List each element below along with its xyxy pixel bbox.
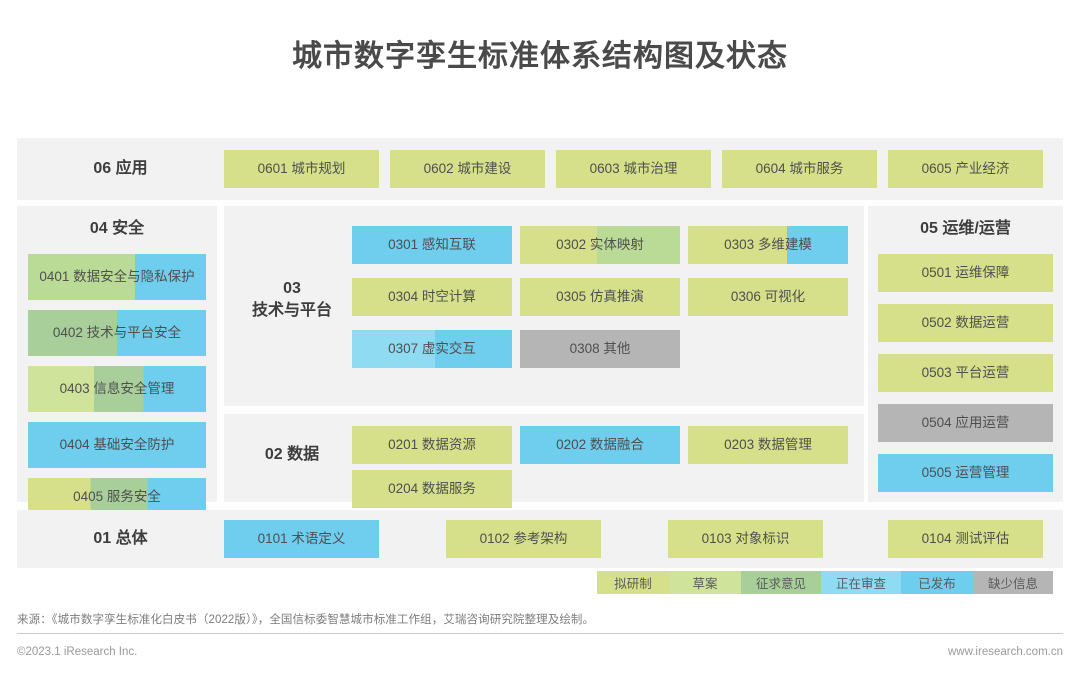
node-0302[interactable]: 0302 实体映射: [520, 226, 680, 265]
legend-label: 缺少信息: [987, 577, 1038, 592]
node-label: 0502 数据运营: [921, 314, 1010, 330]
status-legend: 拟研制 草案 征求意见 正在审查 已发布 缺少信息: [597, 571, 1053, 595]
copyright-text: ©2023.1 iResearch Inc.: [17, 646, 138, 659]
node-label: 0102 参考架构: [479, 530, 568, 546]
node-label: 0401 数据安全与隐私保护: [39, 268, 195, 284]
legend-item-3[interactable]: 正在审查: [821, 571, 901, 595]
panel-03-label: 03 技术与平台: [251, 280, 332, 319]
node-label: 0505 运营管理: [921, 464, 1010, 480]
node-0202[interactable]: 0202 数据融合: [520, 426, 680, 465]
node-0101[interactable]: 0101 术语定义: [224, 520, 379, 559]
node-0502[interactable]: 0502 数据运营: [878, 304, 1053, 343]
node-0403[interactable]: 0403 信息安全管理: [28, 366, 206, 413]
node-label: 0602 城市建设: [423, 160, 512, 176]
node-label: 0304 时空计算: [388, 288, 476, 304]
node-label: 0303 多维建模: [724, 236, 812, 252]
node-0203[interactable]: 0203 数据管理: [688, 426, 848, 465]
node-label: 0601 城市规划: [257, 160, 346, 176]
node-label: 0103 对象标识: [701, 530, 790, 546]
panel-01-overall: 01 总体 0101 术语定义 0102 参考架构 0103 对象标识 0104 测试…: [17, 510, 1063, 569]
node-0204[interactable]: 0204 数据服务: [352, 470, 512, 509]
panel-03-technology-platform: 03 技术与平台 0301 感知互联 0302 实体映射 0303 多维建模 0304…: [224, 206, 864, 407]
node-0602[interactable]: 0602 城市建设: [390, 150, 545, 189]
panel-02-data: 02 数据 0201 数据资源 0202 数据融合 0203 数据管理 0204 数据…: [224, 414, 864, 509]
node-0301[interactable]: 0301 感知互联: [352, 226, 512, 265]
footer-divider: [17, 633, 1063, 635]
node-0308[interactable]: 0308 其他: [520, 330, 680, 369]
legend-item-2[interactable]: 征求意见: [741, 571, 821, 595]
legend-label: 草案: [692, 577, 718, 592]
node-0401[interactable]: 0401 数据安全与隐私保护: [28, 254, 206, 301]
panel-01-label: 01 总体: [93, 530, 148, 548]
node-0306[interactable]: 0306 可视化: [688, 278, 848, 317]
node-label: 0501 运维保障: [921, 264, 1010, 280]
node-label: 0301 感知互联: [388, 236, 476, 252]
node-0404[interactable]: 0404 基础安全防护: [28, 422, 206, 469]
node-0201[interactable]: 0201 数据资源: [352, 426, 512, 465]
node-0304[interactable]: 0304 时空计算: [352, 278, 512, 317]
node-0303[interactable]: 0303 多维建模: [688, 226, 848, 265]
node-label: 0405 服务安全: [73, 488, 161, 504]
node-label: 0104 测试评估: [921, 530, 1010, 546]
node-label: 0302 实体映射: [556, 236, 644, 252]
legend-label: 正在审查: [835, 577, 886, 592]
node-label: 0404 基础安全防护: [59, 436, 175, 452]
node-0604[interactable]: 0604 城市服务: [722, 150, 877, 189]
node-0104[interactable]: 0104 测试评估: [888, 520, 1043, 559]
node-0103[interactable]: 0103 对象标识: [668, 520, 823, 559]
node-0504[interactable]: 0504 应用运营: [878, 404, 1053, 443]
panel-06-label: 06 应用: [93, 160, 148, 178]
node-label: 0201 数据资源: [388, 436, 476, 452]
panel-02-label: 02 数据: [264, 446, 320, 464]
node-0501[interactable]: 0501 运维保障: [878, 254, 1053, 293]
node-0402[interactable]: 0402 技术与平台安全: [28, 310, 206, 357]
node-label: 0307 虚实交互: [388, 340, 476, 356]
node-0603[interactable]: 0603 城市治理: [556, 150, 711, 189]
node-0102[interactable]: 0102 参考架构: [446, 520, 601, 559]
node-0503[interactable]: 0503 平台运营: [878, 354, 1053, 393]
node-0601[interactable]: 0601 城市规划: [224, 150, 379, 189]
node-0307[interactable]: 0307 虚实交互: [352, 330, 512, 369]
legend-item-1[interactable]: 草案: [669, 571, 741, 595]
node-label: 0504 应用运营: [921, 414, 1010, 430]
node-label: 0202 数据融合: [556, 436, 644, 452]
node-label: 0503 平台运营: [921, 364, 1010, 380]
panel-04-label: 04 安全: [89, 220, 145, 238]
node-label: 0308 其他: [569, 340, 631, 356]
node-label: 0402 技术与平台安全: [52, 324, 182, 340]
node-0405[interactable]: 0405 服务安全: [28, 478, 206, 517]
node-0605[interactable]: 0605 产业经济: [888, 150, 1043, 189]
website-text: www.iresearch.com.cn: [947, 646, 1063, 659]
source-note: 来源：《城市数字孪生标准化白皮书（2022版）》，全国信标委智慧城市标准工作组，…: [17, 614, 595, 627]
node-label: 0403 信息安全管理: [59, 380, 175, 396]
panel-06-application: 06 应用 0601 城市规划 0602 城市建设 0603 城市治理 0604 城市…: [17, 138, 1063, 201]
legend-item-0[interactable]: 拟研制: [597, 571, 669, 595]
node-label: 0203 数据管理: [724, 436, 812, 452]
node-label: 0605 产业经济: [921, 160, 1010, 176]
panel-05-operations: 05 运维/运营 0501 运维保障 0502 数据运营 0503 平台运营 0504…: [868, 206, 1063, 503]
panel-04-security: 04 安全 0401 数据安全与隐私保护 0402 技术与平台安全 0403 信息安…: [17, 206, 217, 517]
standards-architecture-diagram: 06 应用 0601 城市规划 0602 城市建设 0603 城市治理 0604 城市…: [17, 138, 1063, 569]
node-label: 0305 仿真推演: [556, 288, 644, 304]
node-label: 0604 城市服务: [755, 160, 844, 176]
legend-label: 拟研制: [614, 577, 652, 592]
legend-label: 征求意见: [755, 577, 806, 592]
node-label: 0306 可视化: [730, 288, 806, 304]
panel-05-label: 05 运维/运营: [920, 220, 1011, 238]
node-label: 0204 数据服务: [388, 480, 476, 496]
legend-label: 已发布: [918, 577, 956, 592]
page-title: 城市数字孪生标准体系结构图及状态: [292, 40, 788, 74]
node-0305[interactable]: 0305 仿真推演: [520, 278, 680, 317]
node-label: 0101 术语定义: [257, 530, 346, 546]
legend-item-4[interactable]: 已发布: [901, 571, 973, 595]
node-0505[interactable]: 0505 运营管理: [878, 454, 1053, 493]
node-label: 0603 城市治理: [589, 160, 678, 176]
legend-item-5[interactable]: 缺少信息: [973, 571, 1053, 595]
